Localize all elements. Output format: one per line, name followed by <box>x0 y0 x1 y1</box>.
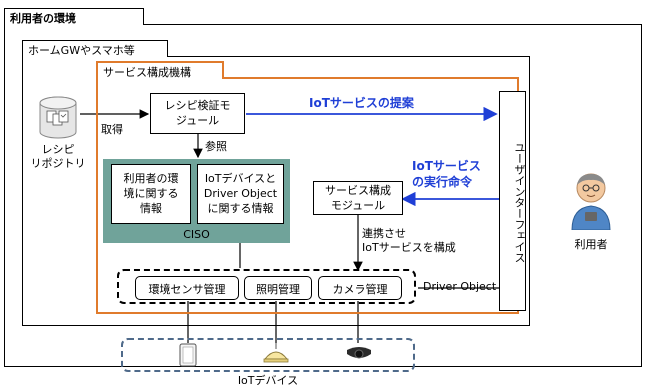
driver-item-lighting <box>244 276 312 300</box>
iot-exec-command-label: IoTサービス の実行命令 <box>412 159 481 189</box>
driver-object-label: Driver Object <box>423 280 497 293</box>
user-label: 利用者 <box>574 238 608 251</box>
user-interface-panel <box>499 91 526 311</box>
ciso-env-info-label: 利用者の環 境に関する 情報 <box>123 172 179 215</box>
user-person-icon <box>571 173 611 230</box>
arrow-label-get: 取得 <box>101 123 123 136</box>
light-device-icon <box>263 343 289 363</box>
recipe-repository-icon <box>39 96 77 139</box>
user-environment-frame <box>4 24 642 367</box>
link-compose-label: 連携させ IoTサービスを構成 <box>362 227 456 254</box>
home-gw-frame <box>22 56 530 326</box>
camera-device-icon <box>347 347 371 359</box>
user-environment-tab <box>4 8 144 25</box>
home-gw-tab <box>22 40 168 57</box>
iot-devices-group <box>121 338 415 372</box>
service-composition-module <box>313 181 403 215</box>
user-environment-title: 利用者の環境 <box>10 12 76 25</box>
driver-item-lighting-label: 照明管理 <box>256 283 300 296</box>
recipe-verification-module <box>150 93 245 134</box>
driver-object-group <box>117 269 416 304</box>
iot-proposal-label: IoTサービスの提案 <box>309 96 414 110</box>
driver-item-camera <box>318 276 402 300</box>
driver-item-camera-label: カメラ管理 <box>332 283 388 296</box>
user-interface-label: ユーザインターフェイス <box>513 141 526 263</box>
service-mechanism-tab <box>96 61 224 79</box>
service-mechanism-title: サービス構成機構 <box>103 66 191 79</box>
driver-item-env-sensor <box>135 276 239 300</box>
recipe-verification-label: レシピ検証モ ジュール <box>164 99 231 127</box>
recipe-repository-label: レシピ リポジトリ <box>30 143 86 170</box>
iot-devices-label: IoTデバイス <box>237 374 299 387</box>
ciso-label: CISO <box>183 228 210 241</box>
home-gw-title: ホームGWやスマホ等 <box>28 44 135 57</box>
ciso-device-info-label: IoTデバイスと Driver Object に関する情報 <box>203 172 278 215</box>
ciso-device-info-box <box>197 164 284 224</box>
ciso-env-info-box <box>111 164 191 224</box>
driver-item-env-sensor-label: 環境センサ管理 <box>148 283 226 296</box>
service-composition-label: サービス構成 モジュール <box>325 184 391 212</box>
sensor-device-icon <box>179 343 197 367</box>
arrow-label-reference: 参照 <box>205 140 227 153</box>
